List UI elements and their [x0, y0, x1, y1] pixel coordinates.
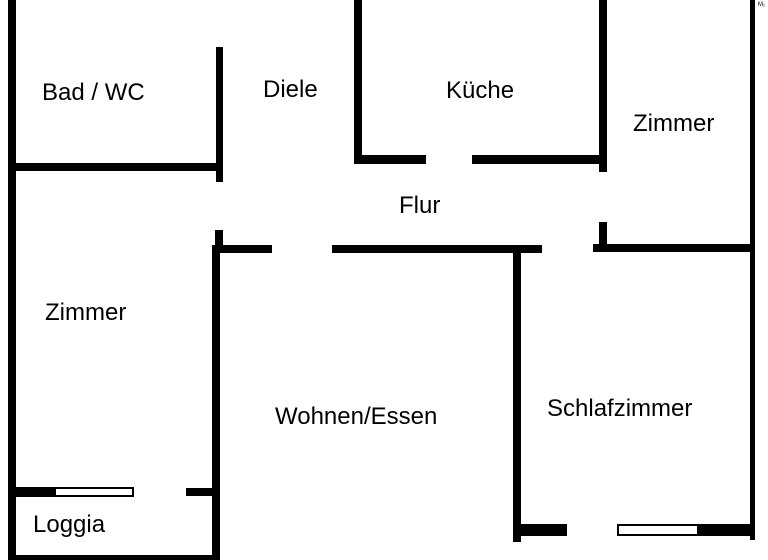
- zimmer-left-wall-right: [212, 245, 220, 560]
- room-label-zimmer-top-right: Zimmer: [633, 110, 715, 137]
- schlaf-window: [617, 524, 699, 536]
- room-label-zimmer-left: Zimmer: [45, 299, 127, 326]
- bad-wall-bottom: [8, 163, 222, 171]
- edge-mark: M₁: [758, 2, 766, 8]
- kueche-wall-right: [599, 0, 607, 172]
- zimmer-right-bottom: [593, 244, 755, 252]
- outer-wall-left: [8, 0, 16, 560]
- room-label-diele: Diele: [263, 76, 318, 103]
- room-label-schlafzimmer: Schlafzimmer: [547, 395, 693, 422]
- loggia-wall-top-left: [8, 487, 54, 497]
- loggia-wall-top-right: [186, 488, 220, 496]
- schlaf-wall-left: [513, 252, 521, 542]
- room-label-kueche: Küche: [446, 77, 515, 104]
- kueche-wall-bottom-left: [354, 155, 426, 164]
- flur-wall-bottom-2: [332, 245, 542, 253]
- room-label-flur: Flur: [399, 192, 441, 219]
- room-label-wohnen-essen: Wohnen/Essen: [275, 403, 438, 430]
- flur-wall-left-stub: [215, 230, 223, 252]
- kueche-wall-left: [354, 0, 362, 164]
- loggia-wall-bottom: [8, 555, 220, 560]
- bad-wall-right: [216, 47, 223, 182]
- outer-wall-right: [750, 0, 755, 540]
- schlaf-wall-bottom-left: [513, 524, 567, 536]
- zimmer-right-stub: [599, 222, 607, 252]
- kueche-wall-bottom-right: [472, 155, 607, 164]
- room-label-loggia: Loggia: [33, 511, 106, 538]
- room-label-bad-wc: Bad / WC: [42, 79, 145, 106]
- flur-wall-bottom-1: [215, 245, 272, 253]
- loggia-window: [54, 487, 134, 497]
- schlaf-wall-bottom-right: [699, 524, 755, 536]
